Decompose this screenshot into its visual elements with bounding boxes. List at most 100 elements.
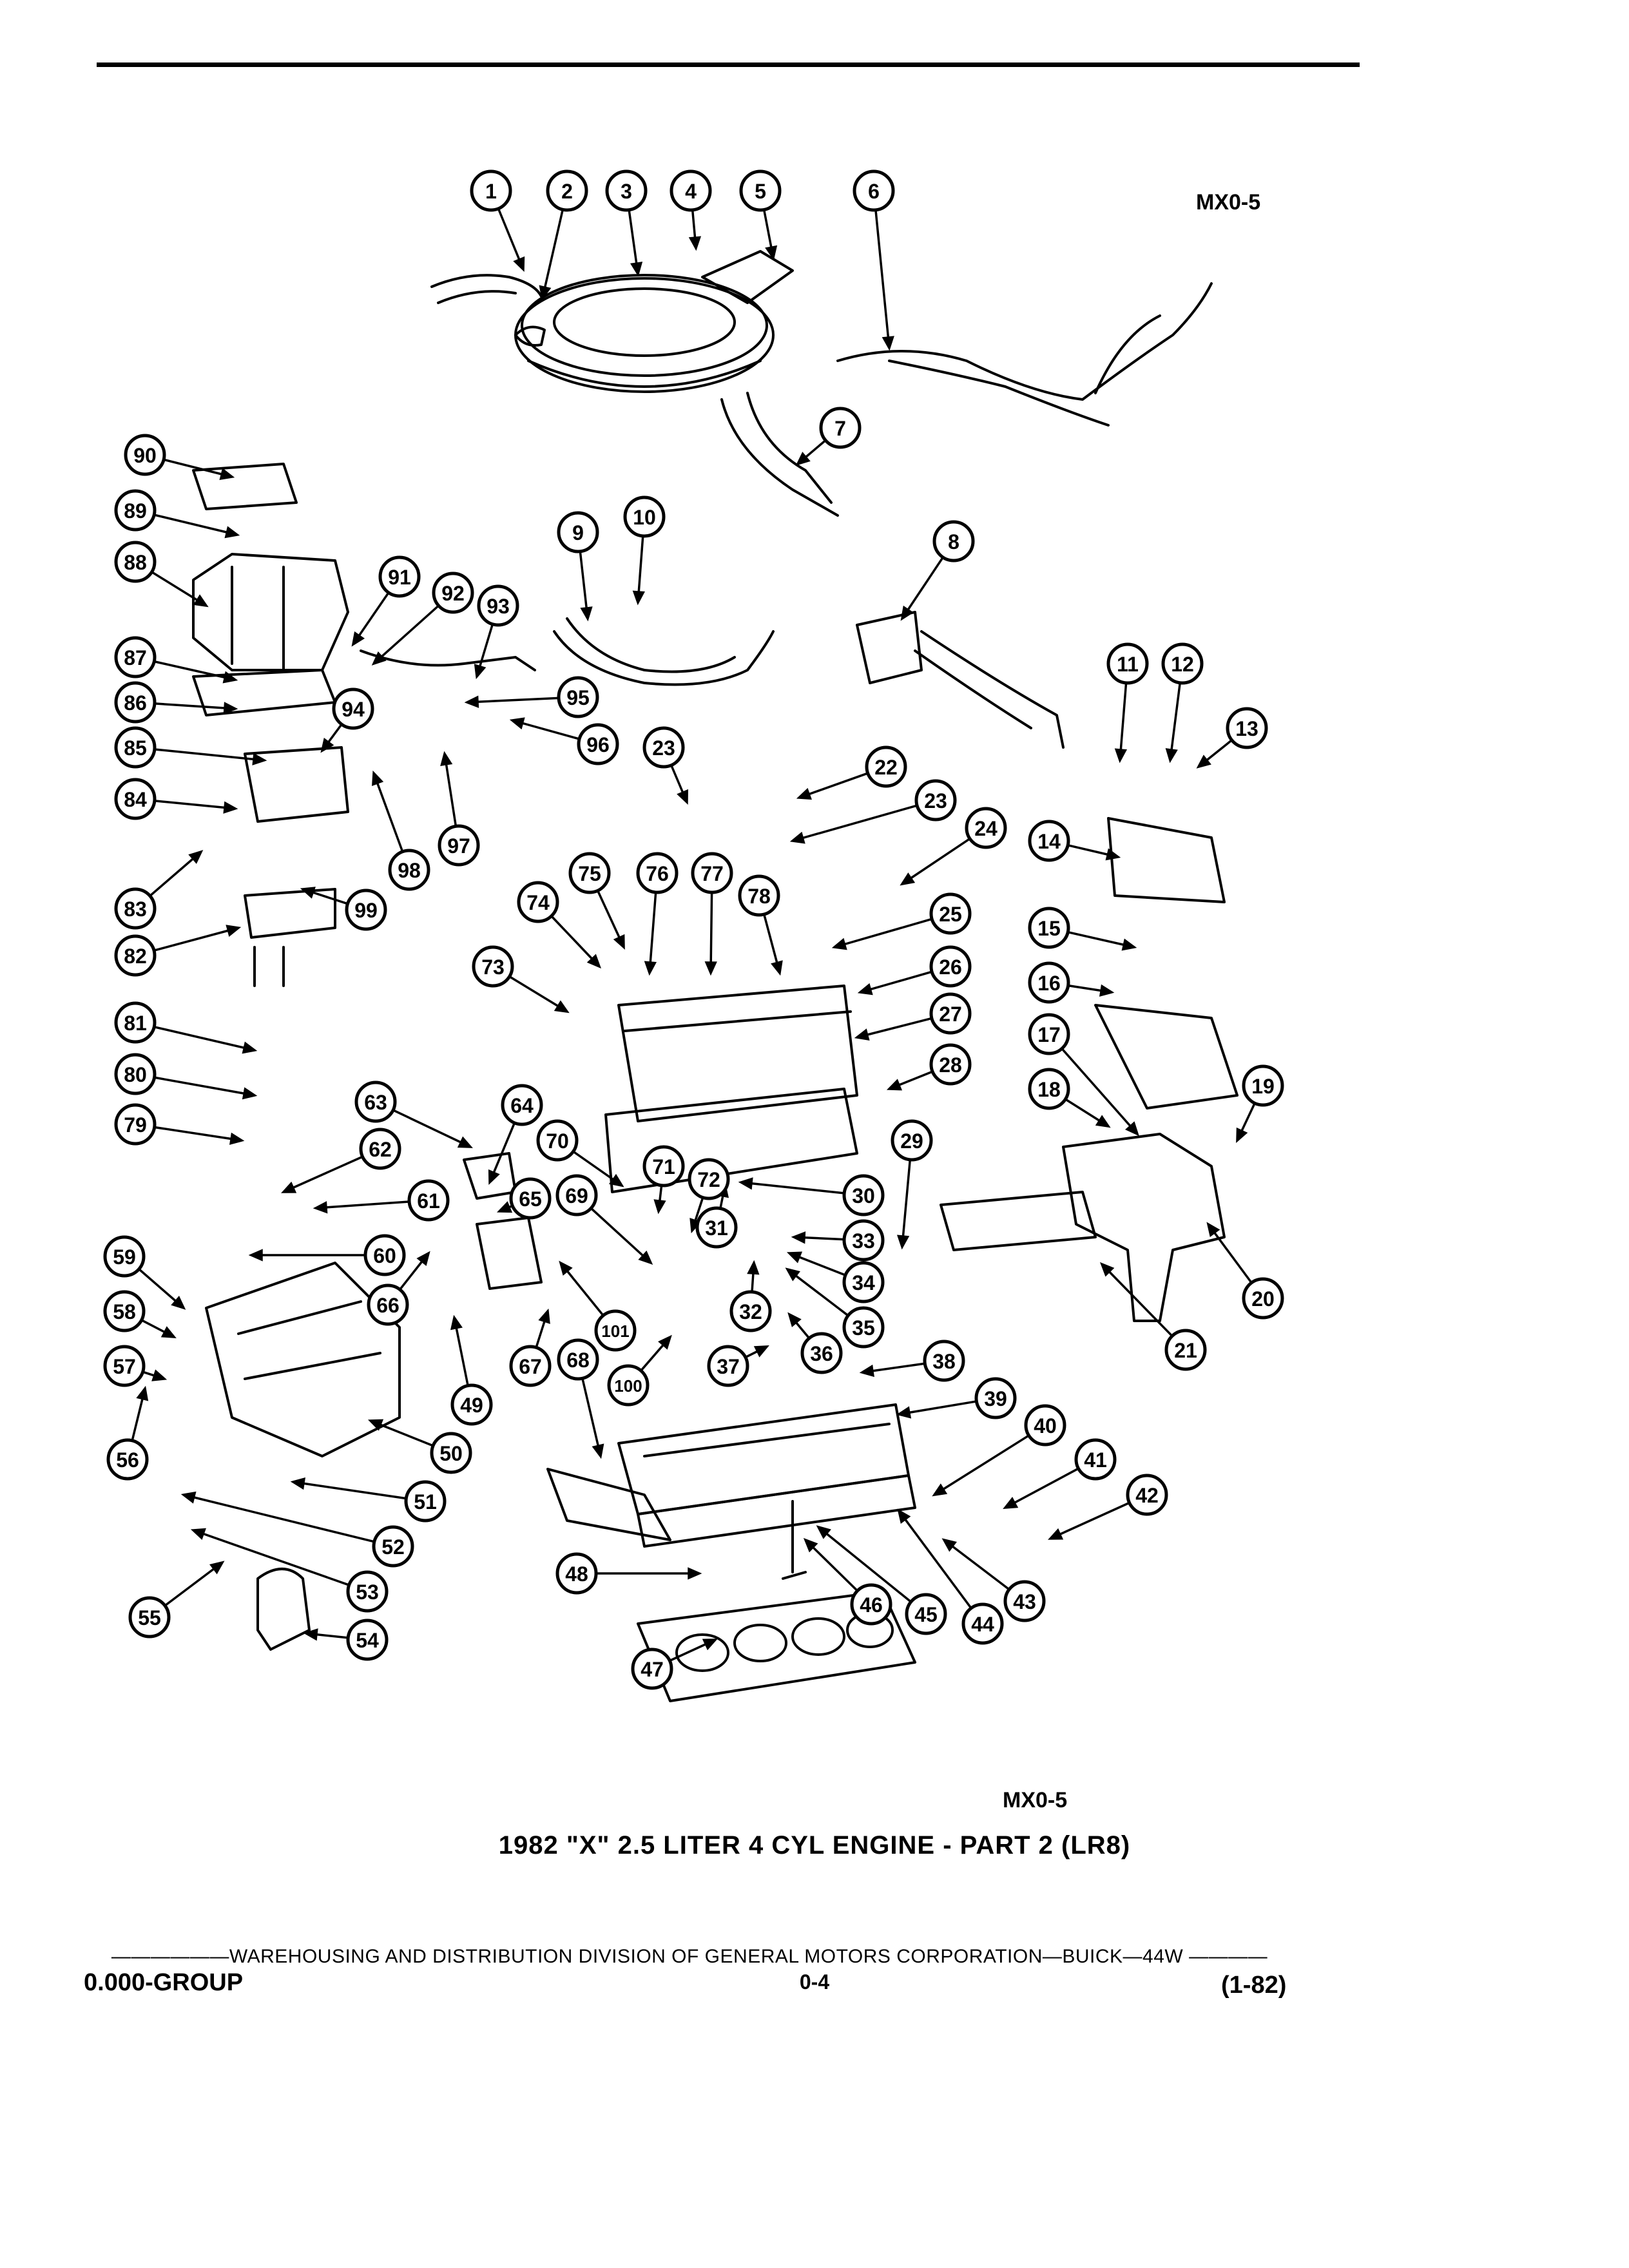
leader-arrow-71	[653, 1199, 666, 1215]
callout-number-2: 2	[561, 180, 573, 203]
footer-rule-right: ————	[1183, 1946, 1268, 1967]
callout-circle-53	[346, 1570, 389, 1613]
callout-71: 71	[642, 1145, 685, 1187]
callout-number-10: 10	[633, 506, 656, 529]
footer-date: (1-82)	[1221, 1972, 1287, 1999]
callout-circle-70	[536, 1119, 579, 1162]
callout-90: 90	[124, 434, 166, 476]
leader-arrow-7	[795, 452, 811, 466]
callout-number-101: 101	[601, 1321, 629, 1341]
leader-line-62	[283, 1155, 363, 1193]
callout-51: 51	[404, 1480, 447, 1523]
leader-arrow-85	[252, 753, 267, 765]
callout-circle-88	[114, 541, 157, 583]
callout-circle-50	[430, 1432, 472, 1474]
callout-circle-5	[739, 169, 782, 212]
callout-circle-64	[501, 1084, 543, 1126]
callout-number-28: 28	[939, 1053, 962, 1077]
leader-arrow-87	[222, 671, 238, 684]
callout-circle-85	[114, 726, 157, 769]
leader-arrow-68	[592, 1443, 604, 1459]
callout-27: 27	[929, 992, 972, 1035]
snorkel-tube-drawing	[720, 392, 839, 517]
callout-89: 89	[114, 489, 157, 532]
callout-circle-12	[1161, 642, 1204, 685]
leader-arrow-75	[613, 934, 625, 950]
callout-69: 69	[555, 1174, 598, 1216]
leader-line-40	[934, 1434, 1030, 1496]
callout-3: 3	[605, 169, 648, 212]
callout-circle-94	[332, 687, 374, 730]
callout-number-100: 100	[614, 1376, 642, 1396]
callout-number-24: 24	[974, 817, 998, 840]
callout-number-46: 46	[860, 1593, 883, 1617]
leader-arrow-35	[785, 1267, 800, 1282]
callout-circle-62	[359, 1128, 401, 1170]
callout-number-79: 79	[124, 1113, 147, 1137]
callout-number-68: 68	[566, 1349, 590, 1372]
callout-91: 91	[378, 555, 421, 598]
callout-circle-72	[688, 1158, 730, 1200]
leader-arrow-10	[632, 590, 645, 606]
callout-11: 11	[1106, 642, 1149, 685]
callout-circle-7	[819, 407, 862, 449]
callout-number-52: 52	[381, 1535, 405, 1559]
leader-line-11	[1119, 682, 1128, 761]
callout-number-70: 70	[546, 1129, 569, 1153]
callout-circle-20	[1242, 1277, 1284, 1320]
leader-line-81	[153, 1026, 255, 1052]
leader-line-97	[443, 753, 458, 827]
leader-arrow-83	[188, 850, 204, 864]
callout-number-95: 95	[566, 686, 590, 709]
callout-circle-28	[929, 1043, 972, 1086]
leader-line-23	[792, 804, 918, 842]
leader-arrow-51	[290, 1477, 305, 1490]
callout-circle-46	[850, 1583, 892, 1626]
leader-arrow-29	[896, 1235, 910, 1250]
leader-line-35	[786, 1268, 849, 1317]
leader-arrow-64	[488, 1169, 500, 1186]
callout-number-91: 91	[388, 566, 411, 589]
callout-number-63: 63	[364, 1091, 387, 1114]
callout-95: 95	[557, 676, 599, 718]
leader-arrow-13	[1196, 754, 1211, 769]
callout-circle-93	[477, 584, 519, 627]
leader-arrow-39	[896, 1406, 912, 1419]
leader-arrow-90	[219, 468, 235, 481]
footer-group: 0.000-GROUP	[84, 1969, 244, 1996]
callout-number-3: 3	[621, 180, 632, 203]
callout-circle-78	[738, 874, 780, 917]
callout-28: 28	[929, 1043, 972, 1086]
callout-8: 8	[932, 520, 975, 562]
callout-circle-23	[914, 779, 957, 822]
reference-code-bottom: MX0-5	[1003, 1788, 1068, 1812]
callout-circle-54	[346, 1619, 389, 1661]
callout-number-21: 21	[1174, 1339, 1197, 1362]
leader-arrow-60	[248, 1249, 263, 1262]
callout-circle-52	[372, 1525, 414, 1568]
leader-arrow-23	[677, 789, 688, 805]
callout-68: 68	[557, 1338, 599, 1381]
callout-77: 77	[691, 852, 733, 894]
callout-circle-34	[842, 1261, 885, 1303]
callout-35: 35	[842, 1306, 885, 1349]
leader-arrow-36	[787, 1312, 802, 1327]
callout-circle-24	[965, 807, 1007, 849]
callout-circle-51	[404, 1480, 447, 1523]
callout-number-12: 12	[1171, 653, 1194, 676]
callout-29: 29	[891, 1119, 933, 1162]
callout-circle-29	[891, 1119, 933, 1162]
callout-circle-6	[853, 169, 895, 212]
callout-58: 58	[103, 1290, 146, 1332]
callout-circle-15	[1028, 907, 1070, 949]
callout-number-73: 73	[481, 956, 505, 979]
thermostat-housing-drawing	[463, 1152, 543, 1290]
callout-circle-63	[354, 1081, 397, 1123]
callout-78: 78	[738, 874, 780, 917]
callout-94: 94	[332, 687, 374, 730]
leader-arrow-47	[702, 1639, 718, 1651]
callout-circle-14	[1028, 820, 1070, 862]
callout-number-40: 40	[1034, 1414, 1057, 1437]
callout-64: 64	[501, 1084, 543, 1126]
callout-number-59: 59	[113, 1245, 136, 1269]
